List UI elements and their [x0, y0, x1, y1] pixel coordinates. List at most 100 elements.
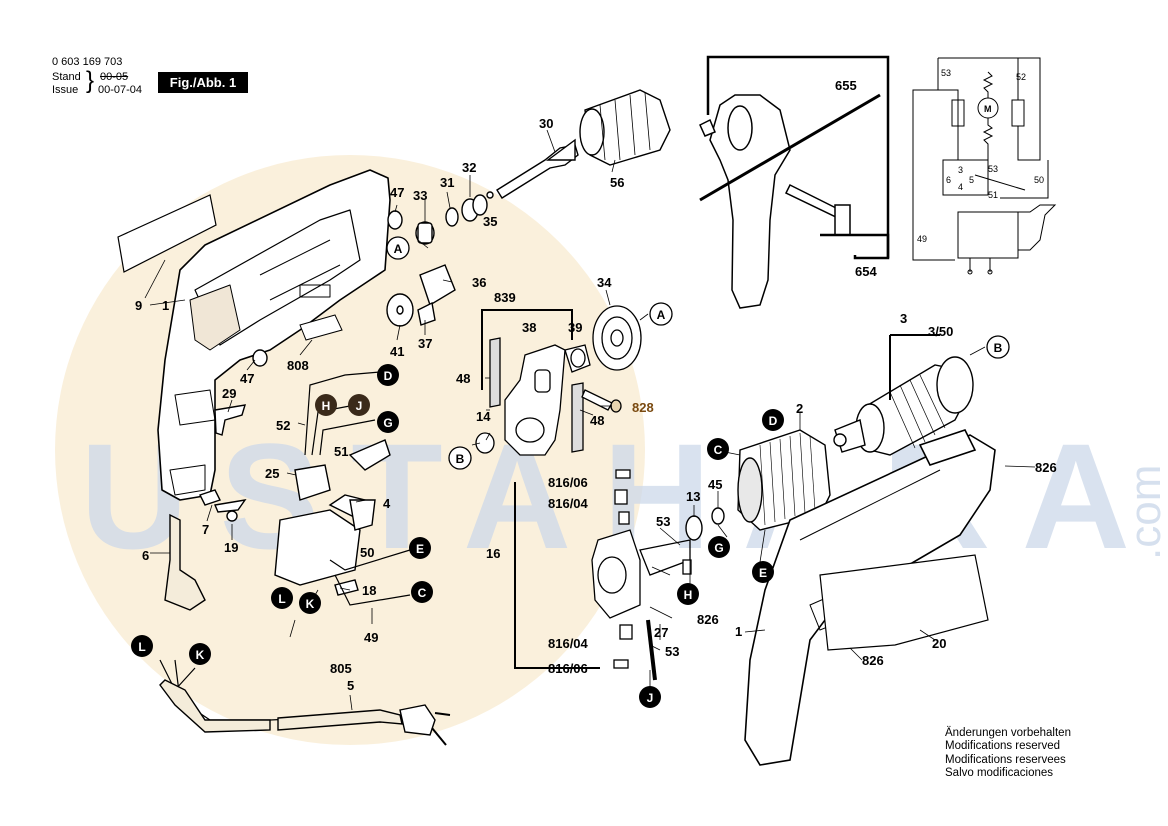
- connector-A2: A: [649, 302, 673, 326]
- notice-line-fr: Modifications reservees: [945, 753, 1066, 766]
- svg-text:51: 51: [988, 190, 998, 200]
- part-25: 25: [265, 466, 279, 481]
- part-13: 13: [686, 489, 700, 504]
- part-9: 9: [135, 298, 142, 313]
- part-number: 0 603 169 703: [52, 56, 123, 68]
- svg-text:D: D: [769, 414, 778, 428]
- part-51: 51: [334, 444, 348, 459]
- connector-J: J: [348, 394, 370, 416]
- gear-housing-38: [475, 337, 622, 456]
- connector-A: A: [386, 236, 410, 260]
- svg-text:E: E: [416, 542, 424, 556]
- part-50: 50: [360, 545, 374, 560]
- part-19: 19: [224, 540, 238, 555]
- bracket-839: [481, 309, 573, 390]
- connector-C: C: [411, 581, 433, 603]
- svg-text:5: 5: [969, 175, 974, 185]
- svg-text:G: G: [383, 416, 392, 430]
- svg-text:L: L: [278, 592, 285, 606]
- connector-G2: G: [708, 536, 730, 558]
- connector-K2: K: [189, 643, 211, 665]
- part-32: 32: [462, 160, 476, 175]
- watermark-suffix: .com: [1121, 465, 1168, 560]
- connector-C2: C: [707, 438, 729, 460]
- svg-text:53: 53: [941, 68, 951, 78]
- part-826a: 826: [1035, 460, 1057, 475]
- svg-text:C: C: [714, 443, 723, 457]
- part-1b: 1: [735, 624, 742, 639]
- power-cord: [159, 679, 451, 746]
- part-38: 38: [522, 320, 536, 335]
- connector-D: D: [377, 364, 399, 386]
- brush-holder-16: [591, 469, 692, 681]
- connector-H: H: [315, 394, 337, 416]
- connector-E: E: [409, 537, 431, 559]
- part-41: 41: [390, 344, 404, 359]
- part-29: 29: [222, 386, 236, 401]
- drill-chuck: [579, 89, 671, 166]
- part-48b: 48: [590, 413, 604, 428]
- connector-B: B: [448, 446, 472, 470]
- part-14: 14: [476, 409, 491, 424]
- part-6: 6: [142, 548, 149, 563]
- part-20: 20: [932, 636, 946, 651]
- bracket-654: [820, 233, 890, 260]
- part-56: 56: [610, 175, 624, 190]
- modifications-notice: Änderungen vorbehalten Modifications res…: [945, 727, 1071, 781]
- svg-text:M: M: [984, 104, 992, 114]
- part-48a: 48: [456, 371, 470, 386]
- brace: }: [86, 67, 95, 94]
- part-816-06b: 816/06: [548, 661, 588, 676]
- stand-label: Stand: [52, 71, 81, 83]
- connector-K: K: [299, 592, 321, 614]
- notice-line-es: Salvo modificaciones: [945, 767, 1054, 780]
- svg-text:A: A: [657, 308, 666, 322]
- connector-L: L: [271, 587, 293, 609]
- issue-label: Issue: [52, 84, 79, 96]
- part-808: 808: [287, 358, 309, 373]
- part-3-50: 3/50: [928, 324, 953, 339]
- part-37: 37: [418, 336, 432, 351]
- part-49: 49: [364, 630, 378, 645]
- figure-label: Fig./Abb. 1: [158, 72, 248, 93]
- connector-E2: E: [752, 561, 774, 583]
- notice-line-en: Modifications reserved: [945, 740, 1061, 753]
- svg-text:L: L: [138, 640, 145, 654]
- svg-text:E: E: [759, 566, 767, 580]
- label-plate-9: [117, 194, 217, 273]
- svg-text:49: 49: [917, 234, 927, 244]
- connector-D2: D: [762, 409, 784, 431]
- connector-G: G: [377, 411, 399, 433]
- issue-date: 00-07-04: [98, 84, 143, 96]
- connector-B2: B: [986, 335, 1010, 359]
- svg-text:50: 50: [1034, 175, 1044, 185]
- notice-line-de: Änderungen vorbehalten: [945, 727, 1071, 739]
- part-35: 35: [483, 214, 497, 229]
- svg-text:K: K: [196, 648, 205, 662]
- part-number-labels: 9 1 33 47 31 32 30 56 35 36 41 37 808 47…: [135, 78, 1057, 693]
- part-2: 2: [796, 401, 803, 416]
- side-handle: [699, 93, 881, 309]
- schematic-labels: 53 52 M 3 6 4 5 53 51 50 49: [917, 68, 1044, 244]
- svg-text:4: 4: [958, 182, 963, 192]
- svg-text:6: 6: [946, 175, 951, 185]
- gear-34: [592, 305, 642, 371]
- part-816-06a: 816/06: [548, 475, 588, 490]
- part-53b: 53: [665, 644, 679, 659]
- svg-text:H: H: [322, 399, 331, 413]
- part-53a: 53: [656, 514, 670, 529]
- label-plate-20: [819, 554, 989, 651]
- part-18: 18: [362, 583, 376, 598]
- part-654: 654: [855, 264, 877, 279]
- part-47a: 47: [390, 185, 404, 200]
- part-5: 5: [347, 678, 354, 693]
- svg-text:53: 53: [988, 164, 998, 174]
- bracket-655: [706, 55, 890, 115]
- part-33: 33: [413, 188, 427, 203]
- part-31: 31: [440, 175, 454, 190]
- svg-text:G: G: [714, 541, 723, 555]
- front-parts: [252, 138, 579, 367]
- part-826c: 826: [862, 653, 884, 668]
- wiring-schematic: [912, 57, 1057, 275]
